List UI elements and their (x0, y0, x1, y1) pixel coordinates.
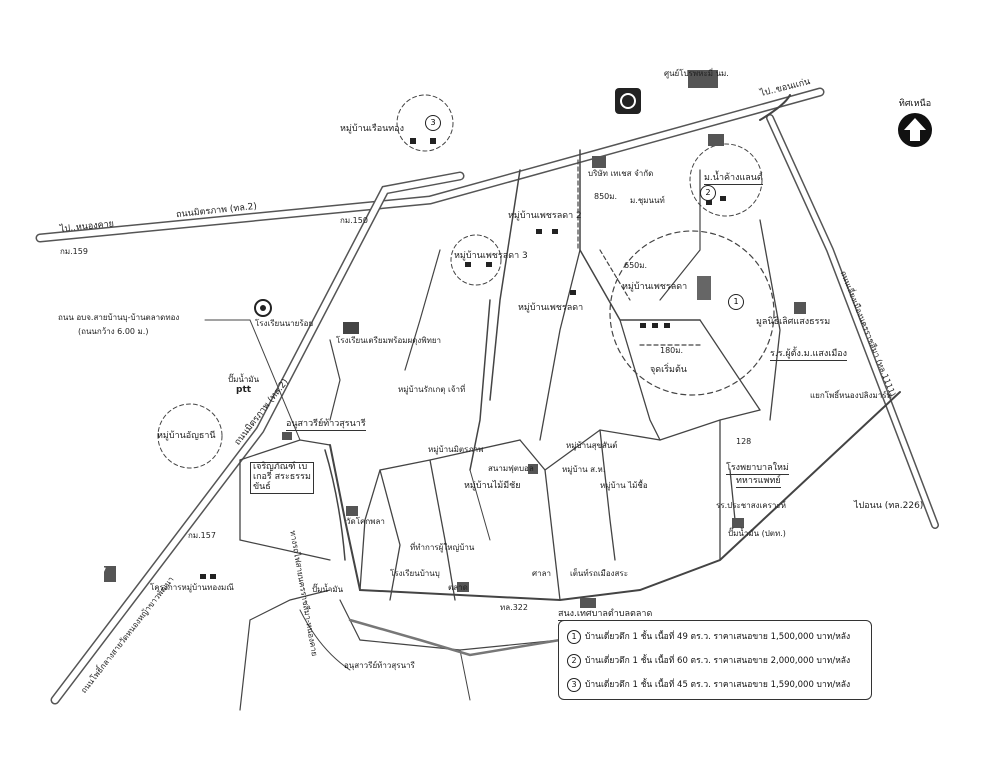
km157-label: กม.157 (188, 531, 216, 540)
marker-1: 1 (728, 294, 744, 310)
school-soldier-label: โรงเรียนนายร้อย (255, 319, 314, 328)
village-new-label: โครงการหมู่บ้านทองมณี (150, 583, 234, 592)
police-badge-icon (254, 299, 272, 317)
khon-muang-label: ร.ร.ผู้ตั้ง.ม.แสงเมือง (770, 349, 848, 361)
legend-text-1: บ้านเดี่ยวตึก 1 ชั้น เนื้อที่ 49 ตร.ว. ร… (585, 632, 851, 642)
village-dd-label: หมู่บ้าน ส.ห. (562, 465, 606, 474)
north-label: ทิศเหนือ (898, 99, 932, 109)
nongpling-label: แยกโพธิ์หนองปลิงมาร์ท (810, 391, 892, 400)
north-arrow-icon (898, 113, 932, 147)
bakery-label: เจริญภัณฑ์ เบเกอรี่ สระธรรมขันธ์ (250, 462, 314, 494)
monument2-label: อนุสาวรีย์ท้าวสุรนารี (344, 661, 415, 670)
village-sr-label: หมู่บ้านสุขสันต์ (566, 441, 618, 450)
legend-text-3: บ้านเดี่ยวตึก 1 ชั้น เนื้อที่ 45 ตร.ว. ร… (585, 680, 851, 690)
school-tt-label: รร.ประชาสงเคราะห์ (716, 501, 786, 510)
seven-eleven-icon: 7 (100, 567, 107, 577)
monument-label: อนุสาวรีย์ท้าวสุรนารี (286, 419, 366, 431)
village-main-label: หมู่บ้านเพชรลดา (622, 282, 688, 292)
village-3-label: หมู่บ้านเรือนทอง (340, 124, 404, 134)
company-label: บริษัท เทเชส จำกัด (588, 169, 654, 178)
village-main2-label: หมู่บ้านไม้มีชัย (464, 481, 521, 491)
school-pk-label: โรงเรียนเตรียมพร้อมผดุงพิทยา (336, 336, 442, 345)
north-indicator: ทิศเหนือ (893, 96, 937, 147)
marker-3: 3 (425, 115, 441, 131)
police-label: เต็นท์รถเมืองสระ (570, 569, 629, 578)
km150-label: กม.150 (340, 216, 368, 225)
temple2-label: ที่ทำการผู้ใหญ่บ้าน (410, 543, 475, 552)
hospital2-label: ทหารแพทย์ (736, 476, 781, 488)
market-label: ตลาด (448, 583, 468, 592)
school-vill-label: โรงเรียนบ้านบุ (390, 569, 440, 578)
marker-2: 2 (700, 185, 716, 201)
lane-width-label: (ถนนกว้าง 6.00 ม.) (78, 327, 149, 336)
house-icon (652, 323, 658, 328)
legend-item-1: 1 บ้านเดี่ยวตึก 1 ชั้น เนื้อที่ 49 ตร.ว. … (567, 629, 850, 644)
dist-850-label: 850ม. (594, 192, 618, 201)
dist-180-label: 180ม. (660, 346, 684, 355)
legend-item-2: 2 บ้านเดี่ยวตึก 1 ชั้น เนื้อที่ 60 ตร.ว. … (567, 653, 850, 668)
shop-center-label: ศูนย์โปรพหะมี่ นม. (664, 69, 729, 78)
mpt-label: ม.น้ำค้างแลนด์ (704, 173, 763, 185)
legend-text-2: บ้านเดี่ยวตึก 1 ชั้น เนื้อที่ 60 ตร.ว. ร… (585, 656, 851, 666)
village-dm-label: หมู่บ้าน ไม้ชื้อ (600, 481, 648, 490)
gas1-label: ปั๊มน้ำมัน (228, 375, 260, 384)
legend-item-3: 3 บ้านเดี่ยวตึก 1 ชั้น เนื้อที่ 45 ตร.ว. … (567, 677, 850, 692)
temple-label: วัดโคกพลา (346, 517, 385, 526)
village-rk-label: หมู่บ้านรักเกตุ เจ้าที่ (398, 385, 466, 394)
legend-num-2: 2 (567, 654, 581, 668)
area-circle-3 (396, 94, 454, 152)
legend-box: 1 บ้านเดี่ยวตึก 1 ชั้น เนื้อที่ 49 ตร.ว. … (558, 620, 872, 700)
dist-650-label: 650ม. (624, 261, 648, 270)
start-point-label: จุดเริ่มต้น (650, 365, 687, 375)
km159-label: กม.159 (60, 247, 88, 256)
to-pon-label: ไปอนน (ทล.226) (854, 501, 924, 511)
legend-num-3: 3 (567, 678, 581, 692)
area-circle-main (609, 230, 775, 396)
field-label: สนามฟุตบอล (488, 464, 534, 473)
area-circle-2 (689, 143, 763, 217)
village-pet3-label: หมู่บ้านเพชรลดา 3 (454, 251, 528, 261)
n128-label: 128 (736, 437, 752, 446)
village-pet2-label: หมู่บ้านเพชรลดา 2 (508, 211, 582, 221)
legend-num-1: 1 (567, 630, 581, 644)
highway-mittraphap (35, 87, 825, 243)
chumnum-label: ม.ชุมนนท์ (630, 196, 665, 205)
area-circle-pet3 (450, 234, 502, 286)
village-thai-label: หมู่บ้านมิตรภาพ (428, 445, 484, 454)
village-pet-label: หมู่บ้านเพชรลดา (518, 303, 584, 313)
foundation-label: มูลนิธิเลิศแสงธรรม (756, 317, 831, 327)
gas3-label: ปั๊มน้ำมัน (ปตท.) (728, 529, 786, 538)
sala-label: ศาลา (532, 569, 551, 578)
hospital-label: โรงพยาบาลใหม่ (726, 463, 789, 475)
ptt-label: ptt (236, 385, 252, 395)
railway (348, 618, 562, 657)
lane-sign-label: ถนน อบจ.สายบ้านบุ-บ้านตลาดทอง (58, 313, 180, 322)
rd322-label: ทล.322 (500, 603, 528, 612)
area-circle-anchan (157, 403, 223, 469)
village-anchan-label: หมู่บ้านอัญธานี (157, 431, 216, 441)
gas2-label: ปั๊มน้ำมัน (312, 585, 344, 594)
main-village-block (697, 276, 711, 300)
